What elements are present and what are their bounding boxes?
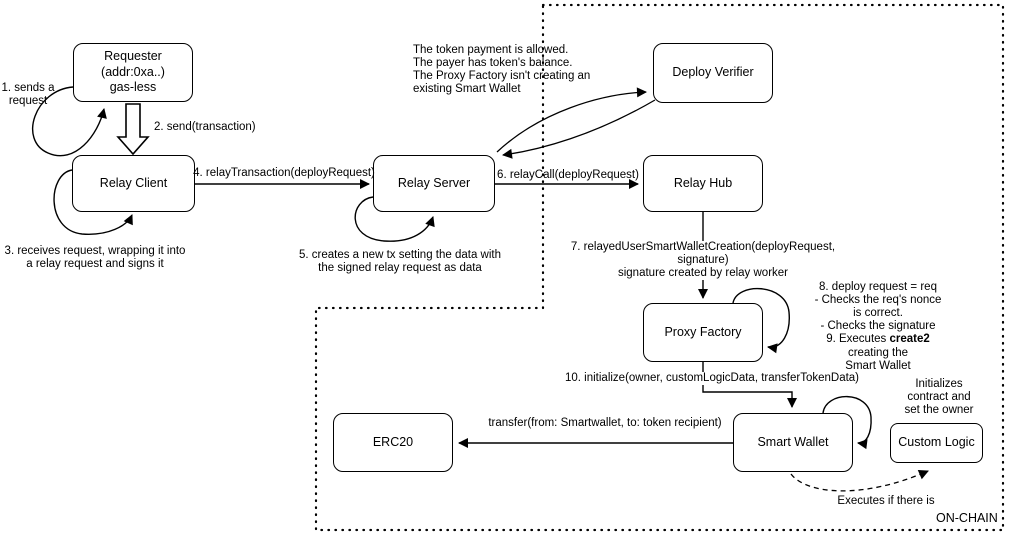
label-onchain: ON-CHAIN	[936, 511, 998, 525]
node-custom-logic: Custom Logic	[890, 423, 983, 463]
server-to-verifier-arrow	[496, 87, 647, 153]
node-smart-wallet: Smart Wallet	[733, 413, 853, 472]
onchain-boundary	[314, 3, 1005, 532]
label-step10-initialize: 10. initialize(owner, customLogicData, t…	[561, 372, 863, 386]
label-transfer-call: transfer(from: Smartwallet, to: token re…	[488, 417, 722, 429]
proxy-factory-self-loop	[732, 288, 790, 354]
node-erc20: ERC20	[333, 413, 453, 472]
node-relay-server: Relay Server	[373, 155, 495, 212]
verifier-to-server-arrow	[502, 99, 656, 159]
node-relay-client: Relay Client	[72, 155, 195, 212]
label-step2-send-transaction: 2. send(transaction)	[154, 121, 256, 133]
label-step8-9-part2: creating the Smart Wallet	[845, 346, 911, 372]
label-step8-9-part1: 8. deploy request = req - Checks the req…	[814, 281, 942, 346]
label-verifier-checks-note: The token payment is allowed. The payer …	[413, 44, 591, 96]
node-proxy-factory: Proxy Factory	[643, 303, 763, 362]
label-step5-creates-new-tx: 5. creates a new tx setting the data wit…	[298, 249, 502, 275]
executes-custom-logic-arrow	[790, 470, 929, 492]
label-step7-relayed-creation: 7. relayedUserSmartWalletCreation(deploy…	[550, 241, 856, 281]
label-step3-receives-request: 3. receives request, wrapping it into a …	[4, 245, 186, 271]
node-requester: Requester (addr:0xa..) gas-less	[73, 43, 193, 102]
node-deploy-verifier: Deploy Verifier	[653, 43, 773, 103]
requester-self-loop	[32, 86, 107, 157]
label-step1-sends-request: 1. sends a request	[1, 82, 55, 108]
label-step4-relay-transaction: 4. relayTransaction(deployRequest)	[193, 167, 375, 179]
relay-client-self-loop	[53, 169, 133, 235]
label-create2-bold: create2	[889, 333, 930, 346]
label-step8-9-proxy-checks: 8. deploy request = req - Checks the req…	[813, 281, 944, 373]
label-executes-if-there-is: Executes if there is	[837, 495, 935, 507]
node-relay-hub: Relay Hub	[643, 155, 763, 212]
label-initializes-contract: Initializes contract and set the owner	[904, 378, 974, 417]
label-step6-relay-call: 6. relayCall(deployRequest)	[497, 169, 639, 181]
smart-wallet-self-loop	[822, 395, 872, 450]
send-transaction-block-arrow	[116, 103, 150, 156]
relay-server-self-loop	[354, 196, 435, 242]
